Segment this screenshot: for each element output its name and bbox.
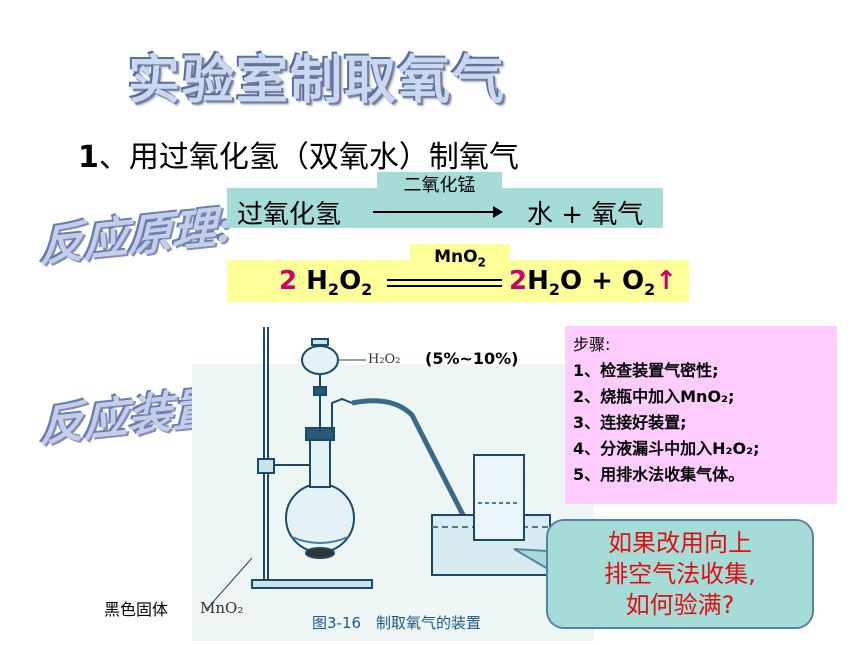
section-heading-text: 、用过氧化氢（双氧水）制氧气 xyxy=(98,140,519,175)
chemical-equation-reactant: 2 H2O2 xyxy=(279,266,372,299)
section-heading: 1、用过氧化氢（双氧水）制氧气 xyxy=(78,132,519,176)
reaction-arrow xyxy=(373,206,503,218)
stand-base xyxy=(251,579,373,589)
reactant-o: O xyxy=(339,266,362,296)
step-item: 1、检查装置气密性; xyxy=(573,361,719,380)
product-h: H xyxy=(527,266,549,296)
flask-bulb xyxy=(285,483,355,553)
flask-neck xyxy=(309,434,331,488)
step-item: 5、用排水法收集气体。 xyxy=(573,465,745,484)
side-label-principle: 反应原理: xyxy=(40,200,233,273)
funnel-cap xyxy=(311,338,329,346)
word-equation-products: 水 + 氧气 xyxy=(527,200,644,230)
callout-line: 如果改用向上 xyxy=(608,529,752,557)
callout-bubble xyxy=(546,519,814,629)
equals-line-top xyxy=(387,279,502,281)
callout-line: 排空气法收集, xyxy=(604,560,756,588)
section-number: 1 xyxy=(78,140,99,175)
black-solid xyxy=(305,547,335,559)
reactant-h: H xyxy=(306,266,328,296)
catalyst-subscript: 2 xyxy=(477,255,486,270)
word-equation: 过氧化氢 二氧化锰 水 + 氧气 xyxy=(227,172,663,230)
separatory-funnel xyxy=(301,345,339,375)
chemical-equation-catalyst: MnO2 xyxy=(410,244,510,270)
figure-caption: 图3-16 制取氧气的装置 xyxy=(312,614,482,632)
reactant-coefficient: 2 xyxy=(279,266,298,296)
apparatus-figure-bg xyxy=(192,364,594,641)
steps-box: 步骤: 1、检查装置气密性; 2、烧瓶中加入MnO₂; 3、连接好装置; 4、分… xyxy=(565,326,837,504)
step-item: 2、烧瓶中加入MnO₂; xyxy=(573,387,735,406)
callout-text: 如果改用向上 排空气法收集, 如何验满? xyxy=(548,528,812,621)
word-equation-catalyst: 二氧化锰 xyxy=(377,172,502,200)
steps-heading: 步骤: xyxy=(573,335,611,354)
page-title: 实验室制取氧气 xyxy=(128,51,507,111)
delivery-tube-start xyxy=(331,397,353,433)
step-item: 3、连接好装置; xyxy=(573,413,687,432)
step-item: 4、分液漏斗中加入H₂O₂; xyxy=(573,439,760,458)
product-h-sub: 2 xyxy=(548,280,560,300)
word-equation-reactant: 过氧化氢 xyxy=(237,200,342,230)
flask-liquid xyxy=(291,536,349,544)
reactant-o-sub: 2 xyxy=(361,280,373,300)
mno2-label: MnO₂ xyxy=(200,599,244,617)
equals-line-bottom xyxy=(387,285,502,287)
product-o: O + O xyxy=(560,266,645,296)
chemical-equation-products: 2H2O + O2↑ xyxy=(509,266,677,299)
gas-arrow-icon: ↑ xyxy=(655,266,678,296)
clamp-knob xyxy=(257,458,275,474)
product-coefficient: 2 xyxy=(509,266,528,296)
apparatus-diagram xyxy=(205,327,551,611)
product-o2-sub: 2 xyxy=(644,280,656,300)
callout-line: 如何验满? xyxy=(625,591,735,619)
h2o2-label: H₂O₂ xyxy=(368,352,401,367)
funnel-stopcock xyxy=(313,386,327,396)
gas-jar xyxy=(473,454,525,541)
catalyst-formula: MnO xyxy=(434,247,478,267)
reactant-h-sub: 2 xyxy=(327,280,340,300)
mno2-leader xyxy=(205,557,253,611)
rubber-tube xyxy=(351,398,489,533)
chemical-equation: MnO2 2 H2O2 2H2O + O2↑ xyxy=(227,244,689,302)
black-solid-label: 黑色固体 xyxy=(104,600,169,619)
concentration-label: (5%~10%) xyxy=(425,349,519,368)
